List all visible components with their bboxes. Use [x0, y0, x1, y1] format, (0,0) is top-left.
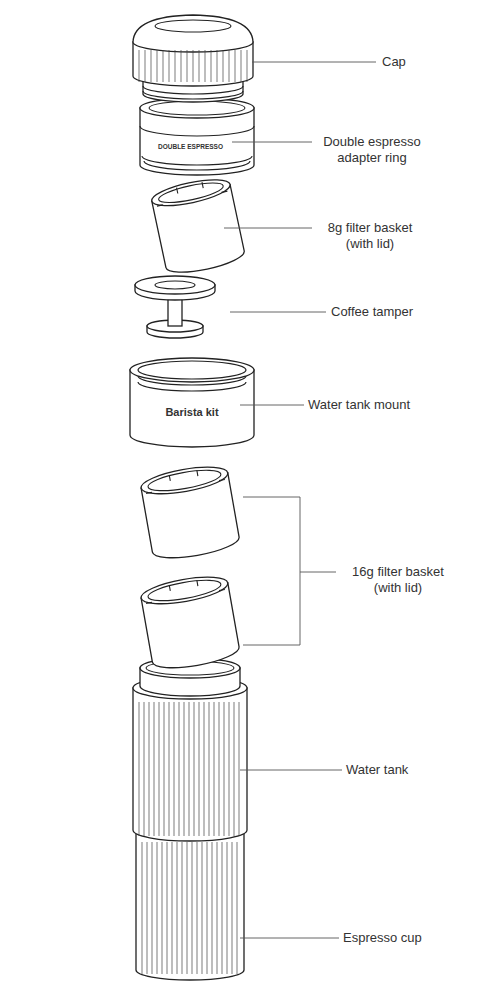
rib-line [241, 50, 242, 82]
rib-line [219, 702, 220, 836]
rib-line [227, 842, 228, 974]
rib-line [164, 702, 165, 836]
rib-line [187, 842, 188, 974]
filter-basket-16g-a [139, 462, 241, 563]
rib-line [235, 50, 236, 82]
rib-line [147, 842, 148, 974]
part-label: Espresso cup [343, 930, 463, 946]
rib-line [172, 842, 173, 974]
coffee-tamper [135, 276, 215, 338]
rib-line [199, 702, 200, 836]
water-tank-mount [130, 358, 254, 447]
rib-line [175, 50, 176, 82]
rib-line [247, 50, 248, 82]
rib-line [139, 50, 140, 82]
rib-line [184, 702, 185, 836]
rib-line [222, 842, 223, 974]
rib-line [169, 50, 170, 82]
rib-line [145, 50, 146, 82]
part-label: 8g filter basket (with lid) [316, 220, 424, 252]
part-label: Cap [382, 54, 442, 70]
leader-lines [224, 62, 376, 938]
rib-line [209, 702, 210, 836]
rib-line [174, 702, 175, 836]
rib-line [217, 842, 218, 974]
rib-line [152, 842, 153, 974]
rib-line [223, 50, 224, 82]
rib-line [229, 702, 230, 836]
rib-line [159, 702, 160, 836]
rib-line [151, 50, 152, 82]
rib-line [224, 702, 225, 836]
rib-line [157, 842, 158, 974]
rib-line [144, 702, 145, 836]
part-marking: DOUBLE ESPRESSO [158, 142, 222, 152]
rib-line [192, 842, 193, 974]
rib-line [157, 50, 158, 82]
rib-line [193, 50, 194, 82]
rib-line [142, 842, 143, 974]
rib-line [207, 842, 208, 974]
rib-line [229, 50, 230, 82]
adapter-ring [140, 98, 254, 175]
rib-line [139, 702, 140, 836]
rib-line [211, 50, 212, 82]
rib-line [199, 50, 200, 82]
rib-line [167, 842, 168, 974]
rib-line [237, 842, 238, 974]
part-label: Double espresso adapter ring [316, 134, 428, 166]
rib-line [179, 702, 180, 836]
part-label: 16g filter basket (with lid) [340, 564, 456, 596]
rib-line [204, 702, 205, 836]
filter-basket-16g-b [139, 572, 241, 673]
rib-line [163, 50, 164, 82]
rib-line [232, 842, 233, 974]
rib-line [202, 842, 203, 974]
part-label: Coffee tamper [331, 304, 451, 320]
water-tank [133, 658, 247, 841]
rib-line [189, 702, 190, 836]
filter-basket-8g [150, 175, 247, 278]
rib-line [212, 842, 213, 974]
rib-line [239, 702, 240, 836]
rib-line [154, 702, 155, 836]
rib-line [181, 50, 182, 82]
part-marking: Barista kit [152, 405, 232, 419]
part-label: Water tank mount [308, 397, 458, 413]
rib-line [217, 50, 218, 82]
rib-line [169, 702, 170, 836]
rib-line [177, 842, 178, 974]
rib-line [234, 702, 235, 836]
rib-line [214, 702, 215, 836]
rib-line [187, 50, 188, 82]
rib-line [149, 702, 150, 836]
rib-line [205, 50, 206, 82]
rib-line [194, 702, 195, 836]
part-label: Water tank [346, 762, 466, 778]
rib-line [162, 842, 163, 974]
rib-line [182, 842, 183, 974]
cap [133, 15, 253, 102]
rib-line [197, 842, 198, 974]
